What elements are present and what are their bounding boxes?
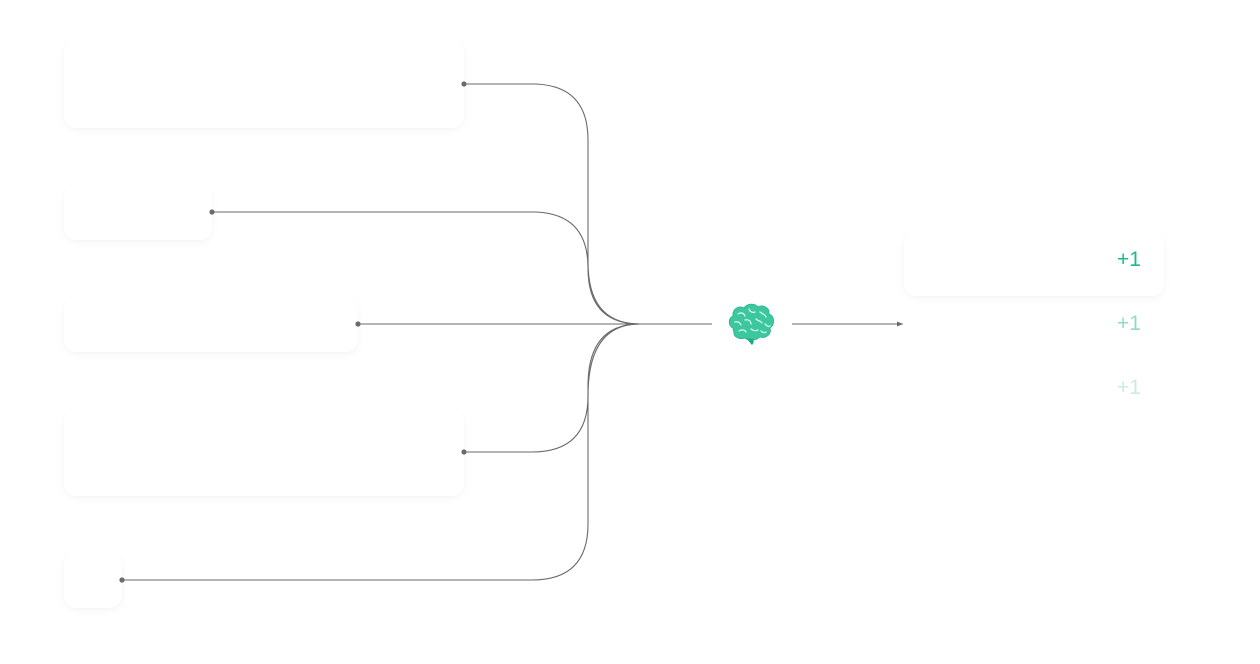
input-card-4 — [64, 410, 464, 496]
connector-dot-4 — [461, 449, 467, 455]
output-score-2: +1 — [1117, 312, 1141, 335]
connector-4 — [464, 323, 641, 453]
output-card — [904, 230, 1164, 296]
connector-2 — [212, 211, 641, 325]
output-score-3: +1 — [1117, 376, 1141, 399]
connector-1 — [464, 83, 712, 325]
connector-dot-2 — [209, 209, 215, 215]
connector-dot-3 — [355, 321, 361, 327]
input-card-1 — [64, 40, 464, 128]
input-card-2 — [64, 186, 212, 240]
connector-dot-5 — [119, 577, 125, 583]
output-score-1: +1 — [1117, 248, 1141, 271]
input-card-5 — [64, 552, 122, 608]
brain-icon — [728, 303, 775, 345]
input-card-3 — [64, 298, 358, 352]
connector-dot-1 — [461, 81, 467, 87]
connector-5 — [122, 323, 641, 581]
